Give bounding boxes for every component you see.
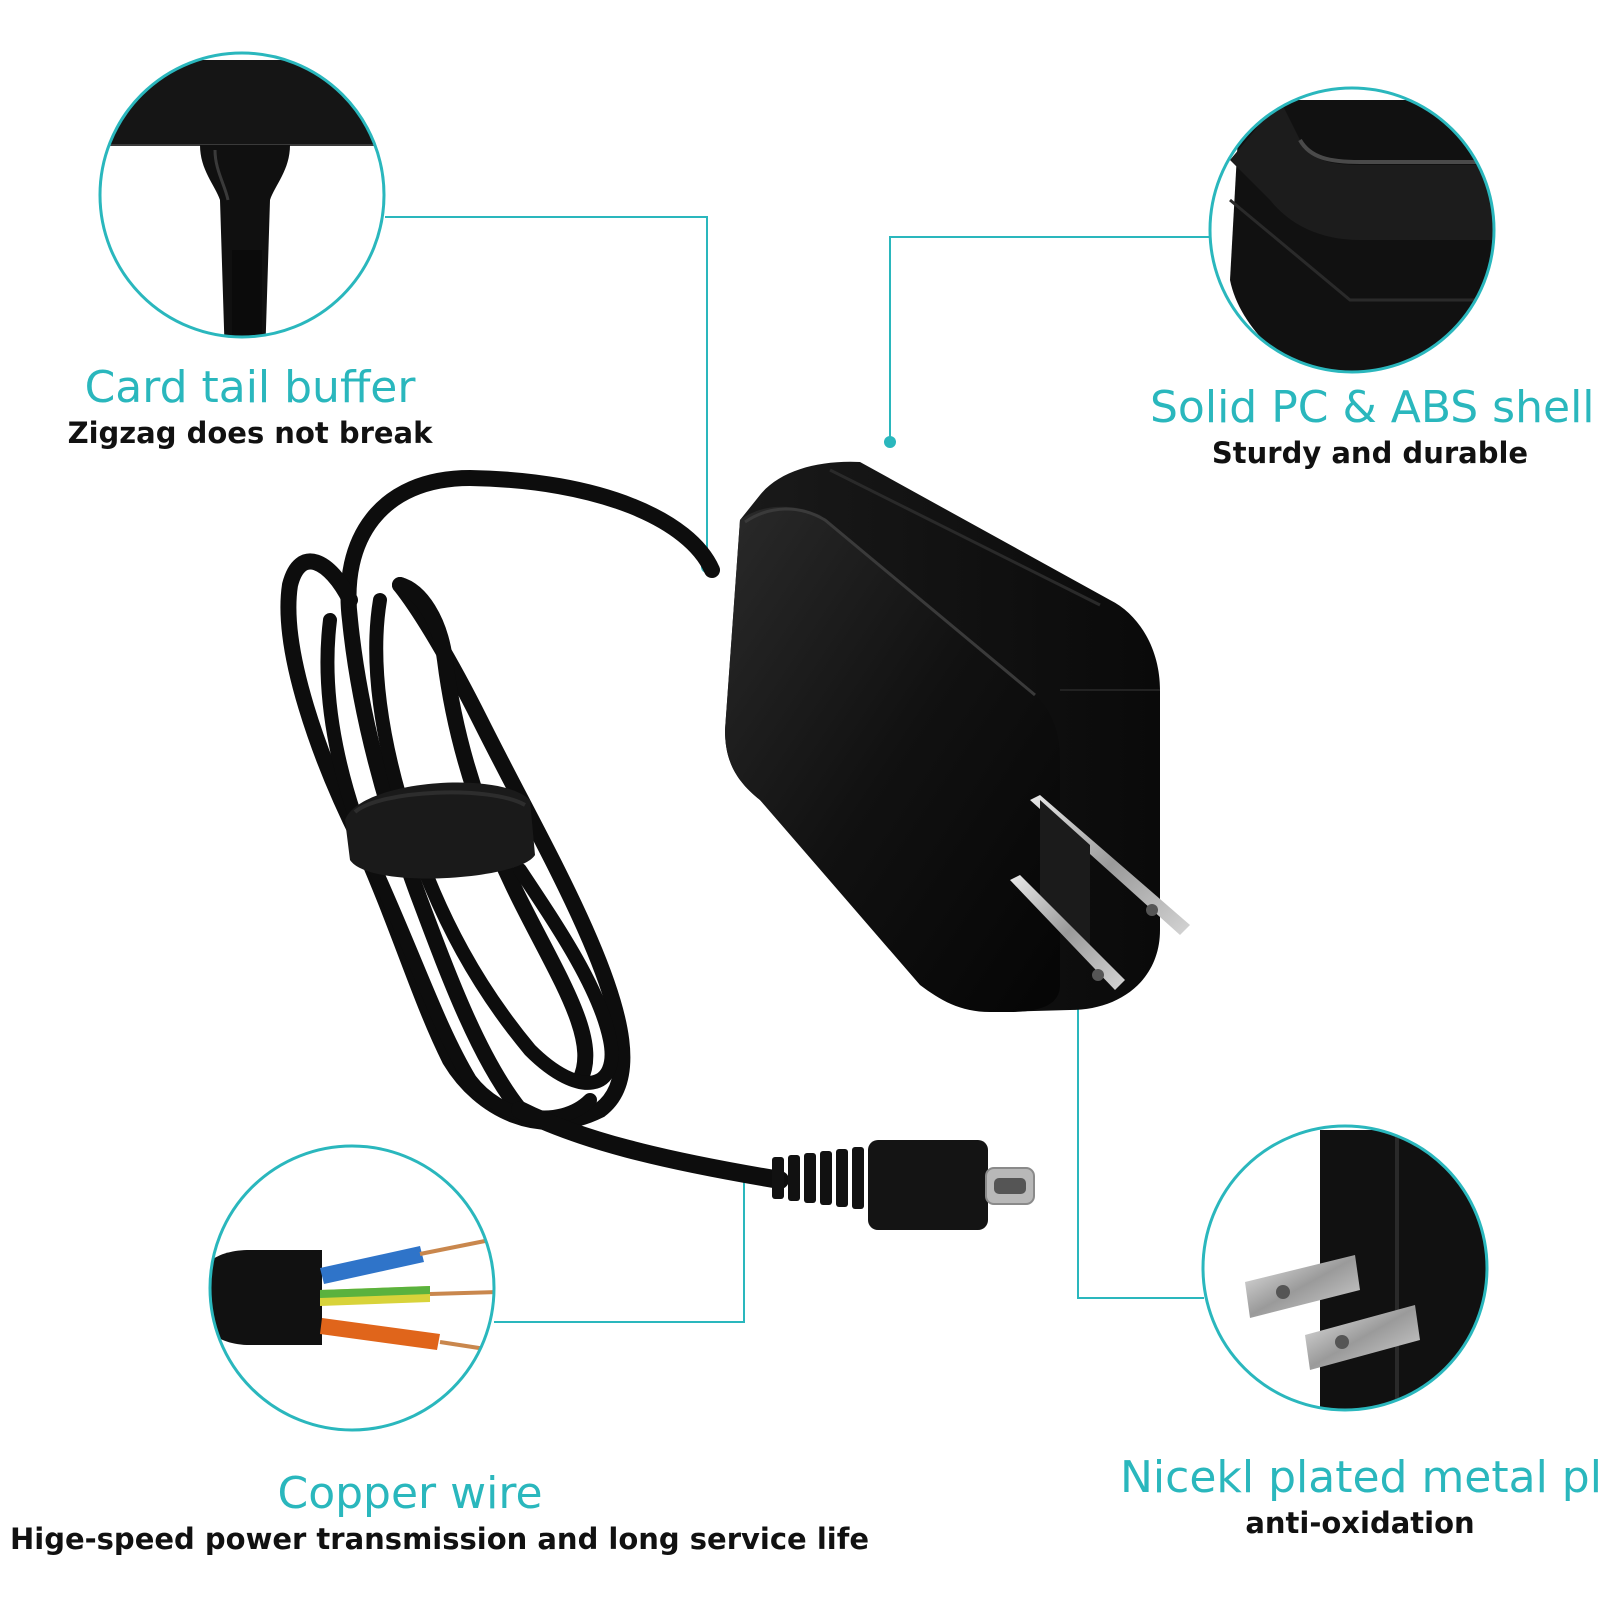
- feature-title: Copper wire: [277, 1468, 543, 1519]
- feature-title: Solid PC & ABS shell: [1150, 382, 1595, 433]
- feature-subtitle: Zigzag does not break: [67, 416, 433, 450]
- feature-title: Card tail buffer: [84, 362, 416, 413]
- velcro-strap: [345, 782, 535, 879]
- feature-subtitle: anti-oxidation: [1245, 1506, 1475, 1540]
- leader-dot-shell: [884, 436, 896, 448]
- plug-prongs: [1010, 795, 1190, 990]
- copper-wire-detail-icon: [208, 1144, 496, 1432]
- metal-plug-detail-icon: [1201, 1124, 1489, 1412]
- feature-card-tail-buffer: Card tail buffer Zigzag does not break: [40, 362, 460, 452]
- feature-metal-plug: Nicekl plated metal plug anti-oxidation: [1120, 1452, 1600, 1542]
- feature-subtitle: Sturdy and durable: [1211, 436, 1529, 470]
- feature-subtitle: Hige-speed power transmission and long s…: [10, 1522, 869, 1556]
- leader-line-card-tail: [385, 216, 708, 567]
- card-tail-detail-icon: [98, 51, 386, 339]
- leader-line-shell: [889, 236, 1212, 442]
- leader-line-copper-wire: [494, 1172, 745, 1323]
- feature-title: Nicekl plated metal plug: [1120, 1452, 1600, 1503]
- leader-lines: [385, 216, 1212, 1323]
- feature-solid-shell: Solid PC & ABS shell Sturdy and durable: [1150, 382, 1595, 472]
- wall-adapter: [725, 461, 1190, 1012]
- shell-corner-detail-icon: [1208, 86, 1496, 374]
- usb-c-connector: [772, 1140, 1035, 1230]
- leader-line-plug: [1077, 962, 1204, 1299]
- feature-copper-wire: Copper wire Hige-speed power transmissio…: [10, 1468, 869, 1558]
